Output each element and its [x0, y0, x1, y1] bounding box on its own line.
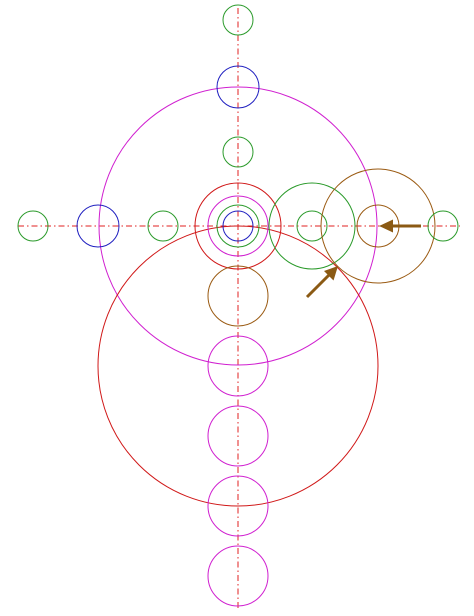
center-blue-circle	[222, 210, 254, 242]
right-large-brown-circle	[320, 168, 436, 284]
arrow-left-icon	[379, 219, 421, 233]
top-blue-circle	[216, 65, 260, 109]
large-magenta-circle	[98, 86, 378, 366]
upper-green-circle	[222, 136, 254, 168]
center-magenta-circle	[207, 195, 269, 257]
magenta-circle-4	[207, 545, 269, 607]
right-large-green-circle	[268, 182, 356, 270]
center-green-circle	[216, 204, 260, 248]
arrow-up-right-icon	[305, 266, 338, 299]
magenta-circle-2	[207, 405, 269, 467]
large-red-circle	[97, 225, 379, 507]
far-left-green-circle	[17, 210, 49, 242]
far-right-green-circle	[427, 210, 459, 242]
right-small-green-circle	[296, 210, 328, 242]
magenta-circle-1	[207, 335, 269, 397]
below-center-brown-circle	[207, 265, 269, 327]
left-green-circle	[147, 210, 179, 242]
left-blue-circle	[76, 204, 120, 248]
center-red-circle	[194, 182, 282, 270]
top-green-circle	[222, 4, 254, 36]
magenta-circle-3	[207, 475, 269, 537]
